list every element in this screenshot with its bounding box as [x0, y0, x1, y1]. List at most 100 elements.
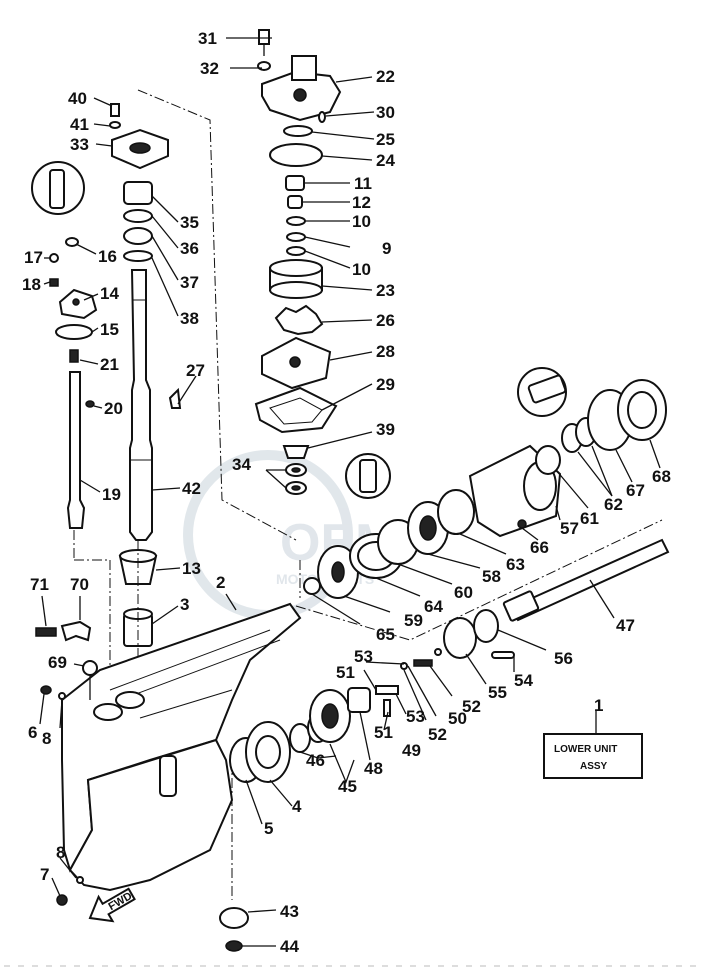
label-58: 58	[482, 567, 501, 586]
impeller-26	[274, 304, 324, 336]
label-6: 6	[28, 723, 37, 742]
pin-54	[491, 651, 515, 659]
label-31: 31	[198, 29, 217, 48]
washer-65	[303, 577, 321, 595]
label-12: 12	[352, 193, 371, 212]
o-ring-63	[437, 489, 475, 535]
label-48: 48	[364, 759, 383, 778]
spring-21	[69, 349, 79, 363]
label-46: 46	[306, 751, 325, 770]
label-7: 7	[40, 865, 49, 884]
seal-11	[285, 175, 305, 191]
bearing-46a	[289, 723, 311, 753]
washer-41	[109, 121, 121, 129]
label-24: 24	[376, 151, 395, 170]
label-13: 13	[182, 559, 201, 578]
gearcase-internals	[219, 538, 670, 952]
label-29: 29	[376, 375, 395, 394]
label-65: 65	[376, 625, 395, 644]
bearing-61	[535, 445, 561, 475]
assembly-box: LOWER UNIT ASSY	[543, 710, 643, 779]
label-38: 38	[180, 309, 199, 328]
label-68: 68	[652, 467, 671, 486]
plug-7	[56, 894, 68, 906]
nut-44	[225, 940, 243, 952]
label-36: 36	[180, 239, 199, 258]
seal-36	[123, 209, 153, 223]
insert-plate-24	[269, 143, 323, 167]
label-60: 60	[454, 583, 473, 602]
bearing-35	[123, 181, 153, 205]
label-34: 34	[232, 455, 251, 474]
label-54: 54	[514, 671, 533, 690]
lower-case-2	[39, 593, 302, 906]
anode-mark	[159, 755, 177, 797]
pin-51a	[375, 685, 399, 695]
label-59: 59	[404, 611, 423, 630]
key-66	[517, 519, 527, 529]
grommet-69	[82, 660, 98, 676]
label-14: 14	[100, 284, 119, 303]
prop-shaft-housing-stack	[303, 367, 667, 625]
ball-50	[434, 648, 442, 656]
label-49: 49	[402, 741, 421, 760]
bearing-56	[473, 609, 499, 643]
assembly-box-line1: LOWER UNIT	[554, 744, 617, 755]
pinion-43	[219, 907, 249, 929]
label-5: 5	[264, 819, 273, 838]
o-ring-15	[55, 324, 93, 340]
label-63: 63	[506, 555, 525, 574]
lever-70	[60, 620, 92, 642]
washer-32	[257, 61, 271, 71]
label-51b: 51	[374, 723, 393, 742]
part-16	[65, 237, 79, 247]
label-71: 71	[30, 575, 49, 594]
label-10b: 10	[352, 260, 371, 279]
seal-39	[282, 445, 310, 459]
water-pump-stack	[226, 29, 391, 499]
label-11: 11	[354, 174, 372, 193]
label-20: 20	[104, 399, 123, 418]
bolt-31	[258, 29, 270, 45]
screw-8b	[76, 876, 84, 884]
label-19: 19	[102, 485, 121, 504]
bolt-17	[49, 253, 59, 263]
label-8b: 8	[56, 843, 65, 862]
label-56: 56	[554, 649, 573, 668]
reverse-gear-55	[443, 617, 477, 659]
label-70: 70	[70, 575, 89, 594]
label-2: 2	[216, 573, 225, 592]
seal-12	[287, 195, 303, 209]
label-69: 69	[48, 653, 67, 672]
screw-8a	[58, 692, 66, 700]
nut-18	[49, 278, 59, 287]
bolt-71	[35, 627, 57, 637]
label-67: 67	[626, 481, 645, 500]
label-50: 50	[448, 709, 467, 728]
label-16: 16	[98, 247, 117, 266]
washer-9	[286, 232, 306, 242]
label-42: 42	[182, 479, 201, 498]
label-23: 23	[376, 281, 395, 300]
label-35: 35	[180, 213, 199, 232]
label-47: 47	[616, 616, 635, 635]
shift-rod-assembly	[31, 161, 103, 529]
part-labels: 1 2 3 4 5 6 7 8 8 9 10 10 11 12 13 14 15…	[22, 29, 671, 956]
label-26: 26	[376, 311, 395, 330]
washer-10b	[286, 246, 306, 256]
spring-49	[413, 659, 433, 667]
label-3: 3	[180, 595, 189, 614]
label-51a: 51	[336, 663, 355, 682]
dog-clutch-48	[347, 687, 371, 713]
label-22: 22	[376, 67, 395, 86]
washer-10a	[286, 216, 306, 226]
label-8a: 8	[42, 729, 51, 748]
label-9: 9	[382, 239, 391, 258]
label-1: 1	[594, 696, 603, 715]
label-15: 15	[100, 320, 119, 339]
label-37: 37	[180, 273, 199, 292]
label-43: 43	[280, 902, 299, 921]
label-64: 64	[424, 597, 443, 616]
